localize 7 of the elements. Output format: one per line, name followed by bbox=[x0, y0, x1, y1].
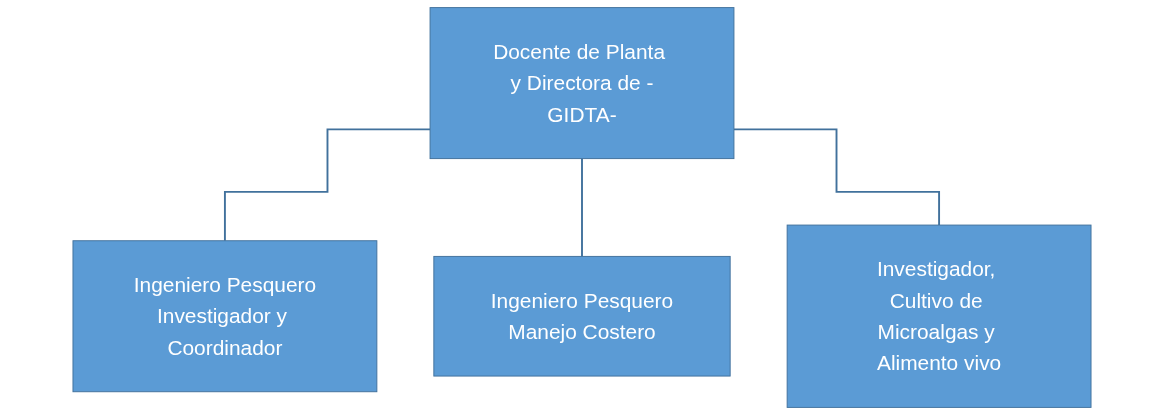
node-box: Docente de Planta y Directora de -GIDTA- bbox=[429, 7, 735, 160]
node-box: Investigador, Cultivo de Microalgas y Alimento vivo bbox=[786, 224, 1092, 408]
node-box: Ingeniero Pesquero Manejo Costero bbox=[433, 255, 731, 377]
node-box: Ingeniero Pesquero Investigador y Coordinador bbox=[72, 240, 378, 393]
connector bbox=[581, 157, 583, 258]
connector bbox=[223, 128, 431, 242]
connector bbox=[733, 128, 941, 226]
